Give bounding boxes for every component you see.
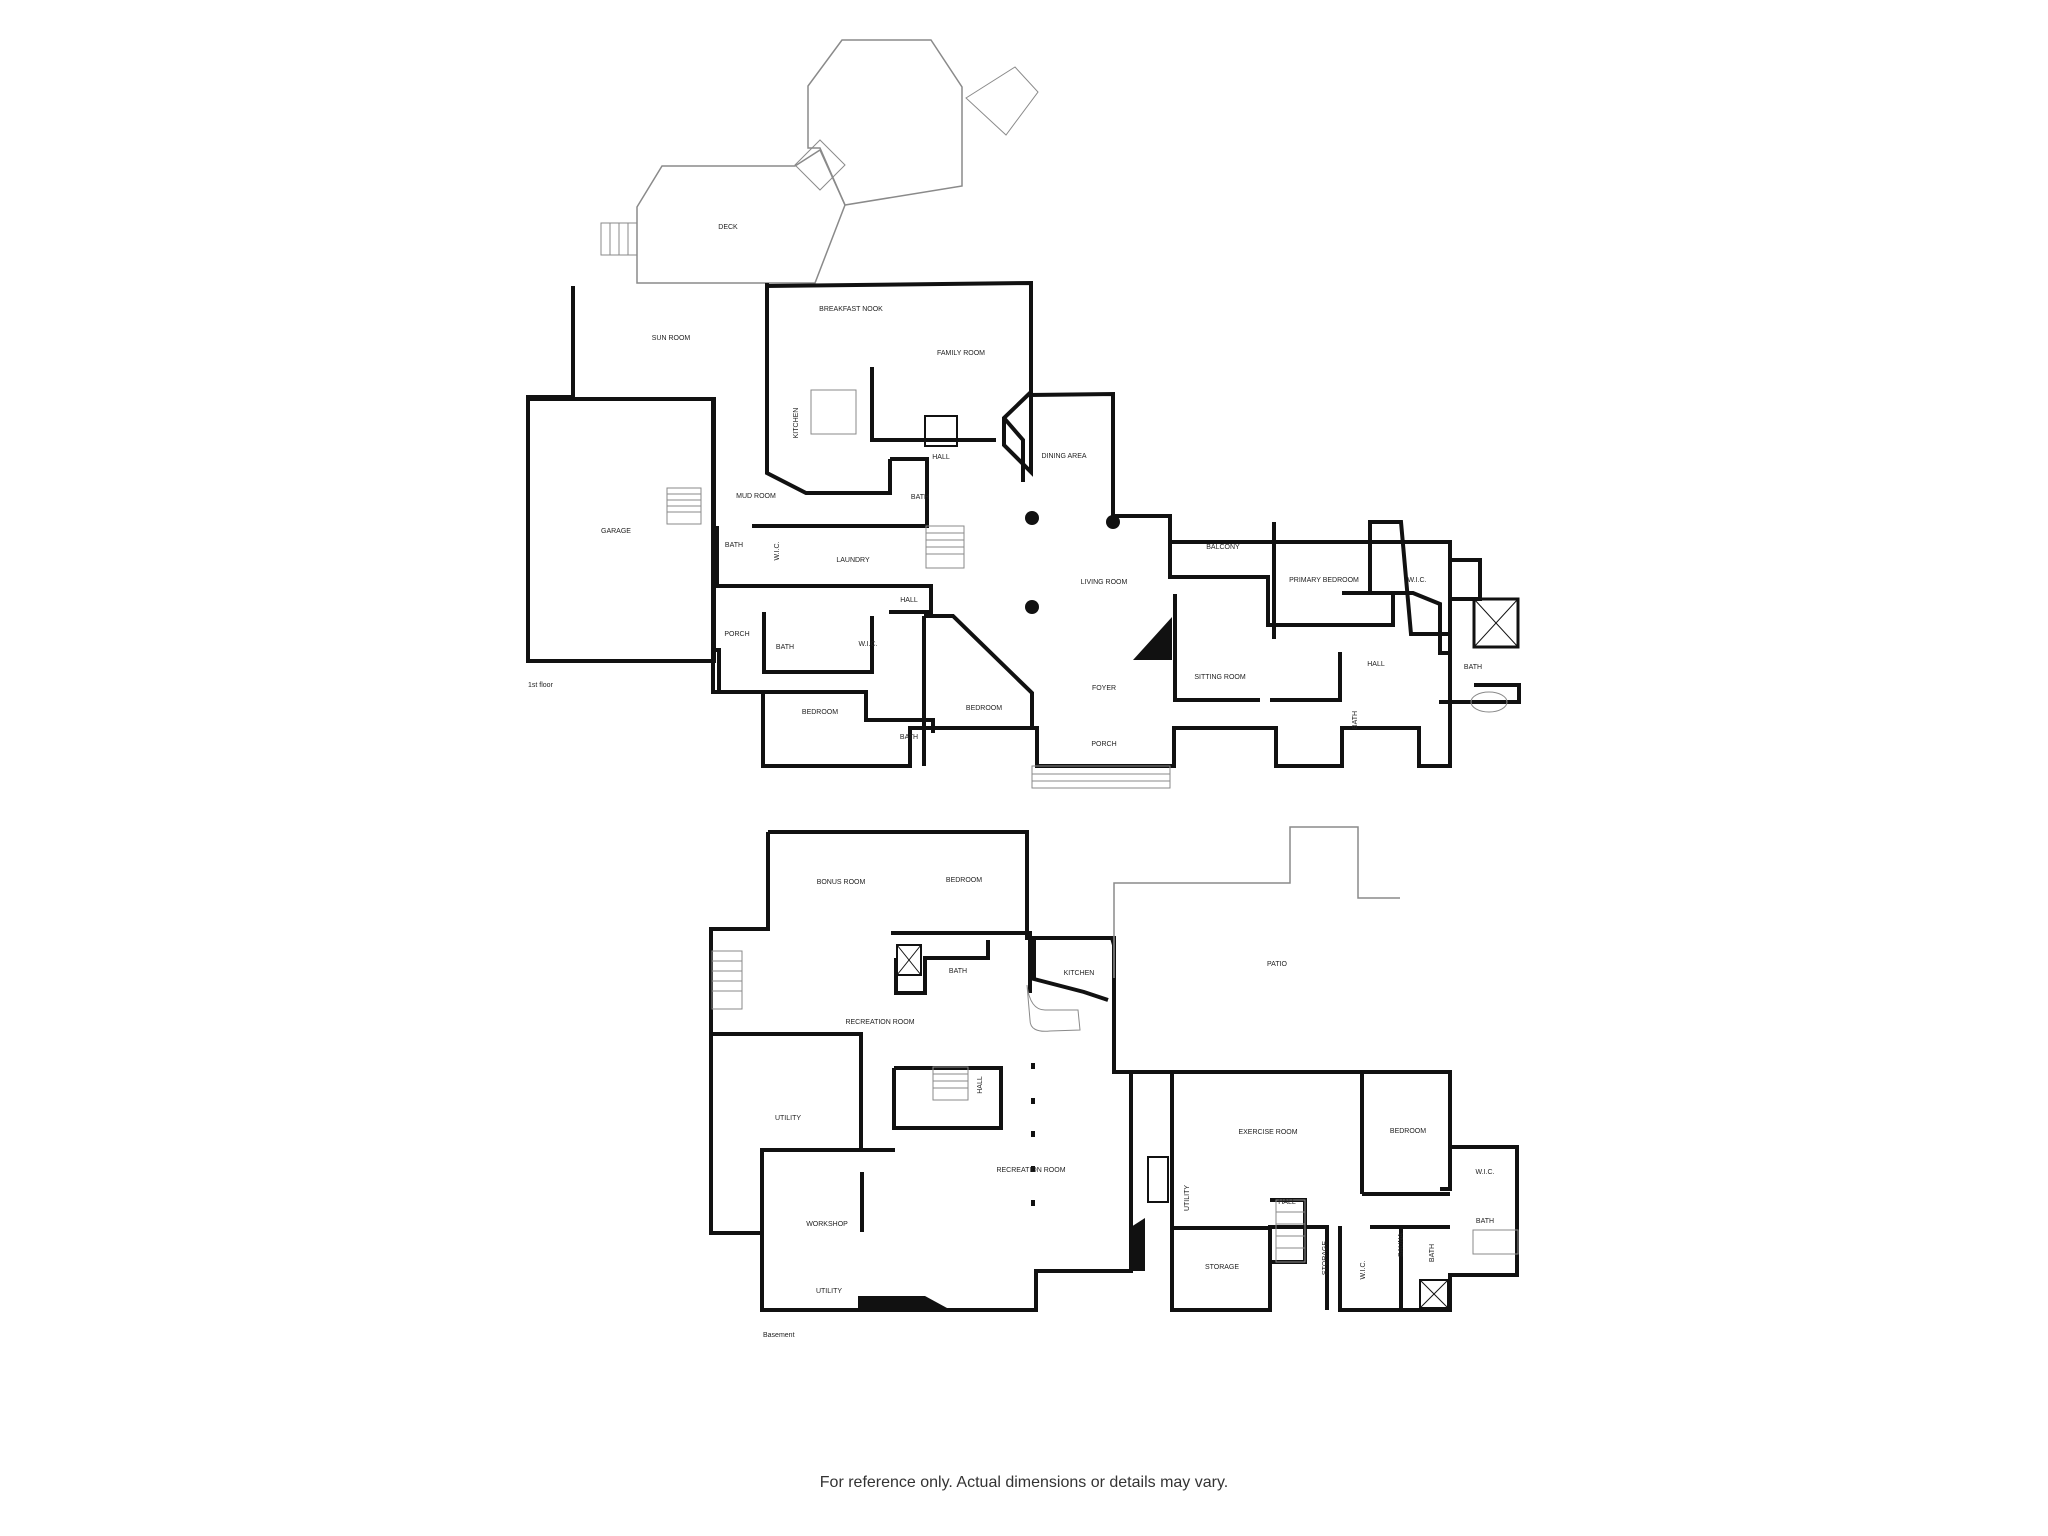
room-label-patio: PATIO — [1267, 961, 1288, 968]
room-label-kitchen: KITCHEN — [793, 408, 800, 439]
room-label-bath-5: BATH — [1352, 711, 1359, 729]
room-label-wic-1: W.I.C. — [774, 541, 781, 560]
room-label-garage: GARAGE — [601, 528, 631, 535]
room-label-utility-1: UTILITY — [775, 1115, 801, 1122]
room-label-bath-4: BATH — [900, 734, 918, 741]
room-label-hall-2: HALL — [900, 597, 918, 604]
room-label-sun-room: SUN ROOM — [652, 335, 691, 342]
basement-labels: Basement BONUS ROOM BEDROOM BATH KITCHEN PATI… — [763, 877, 1495, 1339]
room-label-bath-2: BATH — [911, 494, 929, 501]
room-label-wic-5: W.I.C. — [1360, 1260, 1367, 1279]
room-label-bedroom-2: BEDROOM — [966, 705, 1002, 712]
room-label-bath-7: BATH — [949, 968, 967, 975]
room-label-bedroom-4: BEDROOM — [1390, 1128, 1426, 1135]
room-label-wic-3: W.I.C. — [858, 641, 877, 648]
room-label-deck: DECK — [718, 224, 738, 231]
room-label-sitting-room: SITTING ROOM — [1194, 674, 1246, 681]
room-label-bath-8: BATH — [1429, 1244, 1436, 1262]
room-label-storage-1: STORAGE — [1205, 1264, 1239, 1271]
room-label-hall-b1: HALL — [977, 1076, 984, 1094]
room-label-porch-2: PORCH — [1091, 741, 1116, 748]
room-label-hall-b2: HALL — [1278, 1199, 1296, 1206]
basement-walls — [709, 830, 1519, 1312]
room-label-sauna: SAUNA — [1398, 1233, 1405, 1257]
room-label-bath-3: BATH — [776, 644, 794, 651]
room-label-wic-4: W.I.C. — [1475, 1169, 1494, 1176]
room-label-recreation-room-2: RECREATION ROOM — [996, 1167, 1065, 1174]
room-label-porch-1: PORCH — [724, 631, 749, 638]
room-label-laundry: LAUNDRY — [836, 557, 870, 564]
room-label-bath-6: BATH — [1464, 664, 1482, 671]
deck-outline — [636, 39, 963, 284]
floor-label: Basement — [763, 1332, 795, 1339]
first-floor-walls — [526, 280, 1521, 768]
room-label-exercise-room: EXERCISE ROOM — [1238, 1129, 1297, 1136]
room-label-living-room: LIVING ROOM — [1081, 579, 1128, 586]
room-label-utility-3: UTILITY — [1184, 1185, 1191, 1211]
room-label-breakfast-nook: BREAKFAST NOOK — [819, 306, 883, 313]
room-label-recreation-room-1: RECREATION ROOM — [845, 1019, 914, 1026]
first-floor-labels: 1st floor DECK SUN ROOM BREAKFAST NOOK FAMIL… — [528, 224, 1482, 748]
disclaimer-text: For reference only. Actual dimensions or… — [819, 1474, 1229, 1491]
room-label-bath-1: BATH — [725, 542, 743, 549]
room-label-foyer: FOYER — [1092, 685, 1116, 692]
room-label-dining-area: DINING AREA — [1041, 453, 1086, 460]
basement-fixtures — [711, 944, 1519, 1309]
room-label-hall-1: HALL — [932, 454, 950, 461]
room-label-balcony: BALCONY — [1206, 544, 1240, 551]
room-label-primary-bedroom: PRIMARY BEDROOM — [1289, 577, 1359, 584]
room-label-mud-room: MUD ROOM — [736, 493, 776, 500]
room-label-bedroom-3: BEDROOM — [946, 877, 982, 884]
patio-outline — [1113, 826, 1400, 978]
room-label-kitchen-b: KITCHEN — [1064, 970, 1095, 977]
room-label-bath-9: BATH — [1476, 1218, 1494, 1225]
room-label-bedroom-1: BEDROOM — [802, 709, 838, 716]
deck-stairs — [600, 66, 1039, 256]
room-label-wic-2: W.I.C. — [1407, 577, 1426, 584]
room-label-bonus-room: BONUS ROOM — [817, 879, 866, 886]
floor-label: 1st floor — [528, 682, 554, 689]
room-label-storage-2: STORAGE — [1322, 1241, 1329, 1275]
room-label-utility-2: UTILITY — [816, 1288, 842, 1295]
room-label-family-room: FAMILY ROOM — [937, 350, 985, 357]
room-label-hall-3: HALL — [1367, 661, 1385, 668]
first-floor-fixtures — [666, 389, 1520, 789]
room-label-workshop: WORKSHOP — [806, 1221, 848, 1228]
